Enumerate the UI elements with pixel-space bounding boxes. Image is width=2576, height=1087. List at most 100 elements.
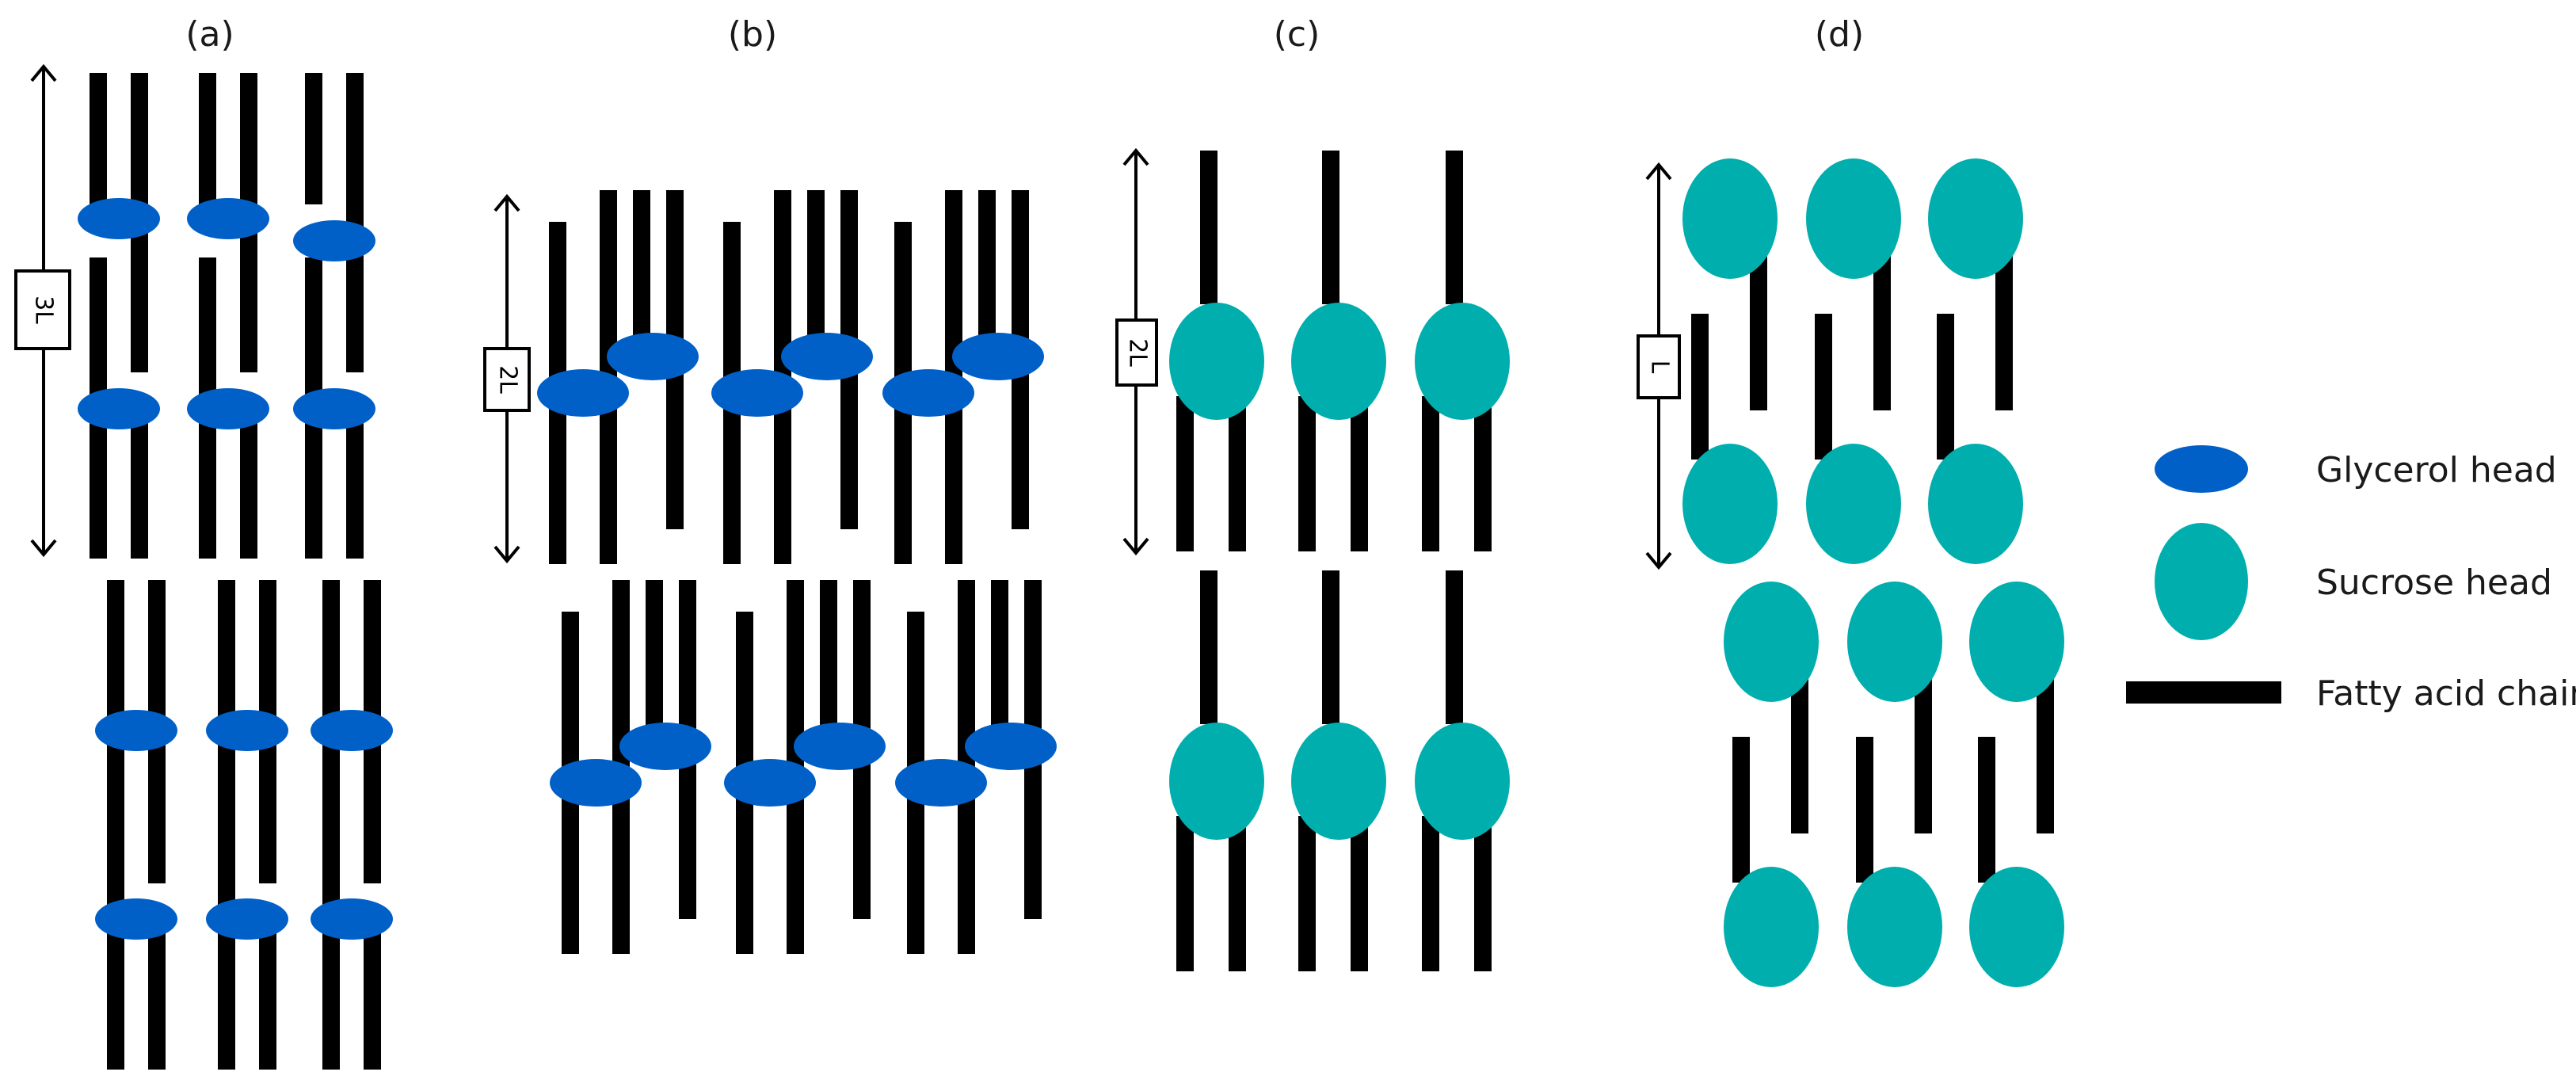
fatty-acid-chain [1422, 816, 1439, 971]
fatty-acid-chain [1978, 737, 1995, 883]
sucrose-head [1169, 303, 1264, 420]
fatty-acid-chain [218, 939, 235, 1070]
sucrose-head [1291, 303, 1386, 420]
sucrose-head [1169, 723, 1264, 840]
glycerol-head [724, 759, 816, 807]
fatty-acid-chain [346, 410, 364, 559]
glycerol-head [895, 759, 987, 807]
sucrose-head [1847, 867, 1942, 987]
sucrose-head [1969, 867, 2064, 987]
glycerol-head [293, 220, 375, 261]
legend-glycerol-label: Glycerol head [2316, 450, 2557, 490]
fatty-acid-chain [2037, 669, 2054, 833]
sucrose-head [1415, 303, 1510, 420]
glycerol-head [781, 333, 873, 380]
fatty-acid-chain [364, 919, 381, 1070]
panel-b-dimension-label: 2L [494, 365, 522, 394]
legend-glycerol-swatch [2155, 445, 2248, 493]
fatty-acid-chain [633, 190, 650, 353]
legend-chain-label: Fatty acid chain [2316, 673, 2576, 714]
glycerol-head [952, 333, 1044, 380]
fatty-acid-chain [148, 919, 166, 1070]
fatty-acid-chain [1691, 314, 1709, 460]
panel-b-label: (b) [728, 14, 777, 55]
sucrose-head [1415, 723, 1510, 840]
fatty-acid-chain [131, 410, 148, 559]
glycerol-head [311, 898, 393, 940]
fatty-acid-chain [346, 73, 364, 372]
fatty-acid-chain [107, 939, 124, 1070]
fatty-acid-chain [1873, 246, 1891, 410]
fatty-acid-chain [1915, 669, 1932, 833]
glycerol-head [711, 369, 803, 417]
sucrose-head [1928, 444, 2023, 564]
fatty-acid-chain [820, 580, 837, 743]
glycerol-head [187, 388, 269, 429]
glycerol-head [965, 723, 1057, 770]
fatty-acid-chain [1200, 151, 1218, 304]
panel-b-dimension-arrow: 2L [483, 193, 531, 564]
sucrose-head [1847, 582, 1942, 702]
sucrose-head [1682, 444, 1778, 564]
legend-sucrose-swatch [2155, 523, 2248, 640]
fatty-acid-chain [1229, 396, 1246, 551]
fatty-acid-chain [1351, 396, 1368, 551]
glycerol-head [78, 198, 160, 239]
fatty-acid-chain [1446, 151, 1463, 304]
fatty-acid-chain [259, 919, 276, 1070]
legend-sucrose-label: Sucrose head [2316, 563, 2552, 603]
fatty-acid-chain [1229, 816, 1246, 971]
fatty-acid-chain [1446, 570, 1463, 724]
fatty-acid-chain [1351, 816, 1368, 971]
panel-d-dimension-arrow: L [1637, 162, 1681, 570]
fatty-acid-chain [199, 73, 216, 204]
fatty-acid-chain [1322, 151, 1339, 304]
fatty-acid-chain [646, 580, 663, 743]
sucrose-head [1806, 444, 1901, 564]
glycerol-head [619, 723, 711, 770]
fatty-acid-chain [1474, 816, 1492, 971]
fatty-acid-chain [1815, 314, 1832, 460]
fatty-acid-chain [1200, 570, 1218, 724]
fatty-acid-chain [1322, 570, 1339, 724]
glycerol-head [537, 369, 629, 417]
panel-a-dimension-label: 3L [30, 296, 58, 324]
fatty-acid-chain [1856, 737, 1873, 883]
fatty-acid-chain [1791, 669, 1808, 833]
sucrose-head [1969, 582, 2064, 702]
glycerol-head [95, 710, 177, 751]
fatty-acid-chain [90, 73, 107, 204]
sucrose-head [1724, 867, 1819, 987]
fatty-acid-chain [1474, 396, 1492, 551]
sucrose-head [1724, 582, 1819, 702]
fatty-acid-chain [1298, 816, 1316, 971]
glycerol-head [550, 759, 642, 807]
glycerol-head [187, 198, 269, 239]
fatty-acid-chain [1176, 816, 1194, 971]
fatty-acid-chain [1732, 737, 1750, 883]
fatty-acid-chain [978, 190, 996, 353]
panel-d-dimension-label: L [1646, 360, 1674, 374]
glycerol-head [95, 898, 177, 940]
glycerol-head [293, 388, 375, 429]
legend-chain-swatch [2126, 681, 2281, 704]
glycerol-head [794, 723, 886, 770]
panel-c-dimension-label: 2L [1124, 338, 1152, 367]
fatty-acid-chain [1995, 246, 2013, 410]
sucrose-head [1682, 158, 1778, 279]
glycerol-head [311, 710, 393, 751]
fatty-acid-chain [1176, 396, 1194, 551]
panel-c-label: (c) [1274, 14, 1320, 55]
sucrose-head [1806, 158, 1901, 279]
legend: Glycerol head Sucrose head Fatty acid ch… [2126, 445, 2576, 714]
fatty-acid-chain [322, 939, 340, 1070]
glycerol-head [882, 369, 974, 417]
fatty-acid-chain [1937, 314, 1954, 460]
sucrose-head [1928, 158, 2023, 279]
fatty-acid-chain [1422, 396, 1439, 551]
glycerol-head [206, 710, 288, 751]
panel-a-dimension-arrow: 3L [14, 63, 71, 558]
glycerol-head [78, 388, 160, 429]
panel-c-dimension-arrow: 2L [1115, 147, 1158, 556]
